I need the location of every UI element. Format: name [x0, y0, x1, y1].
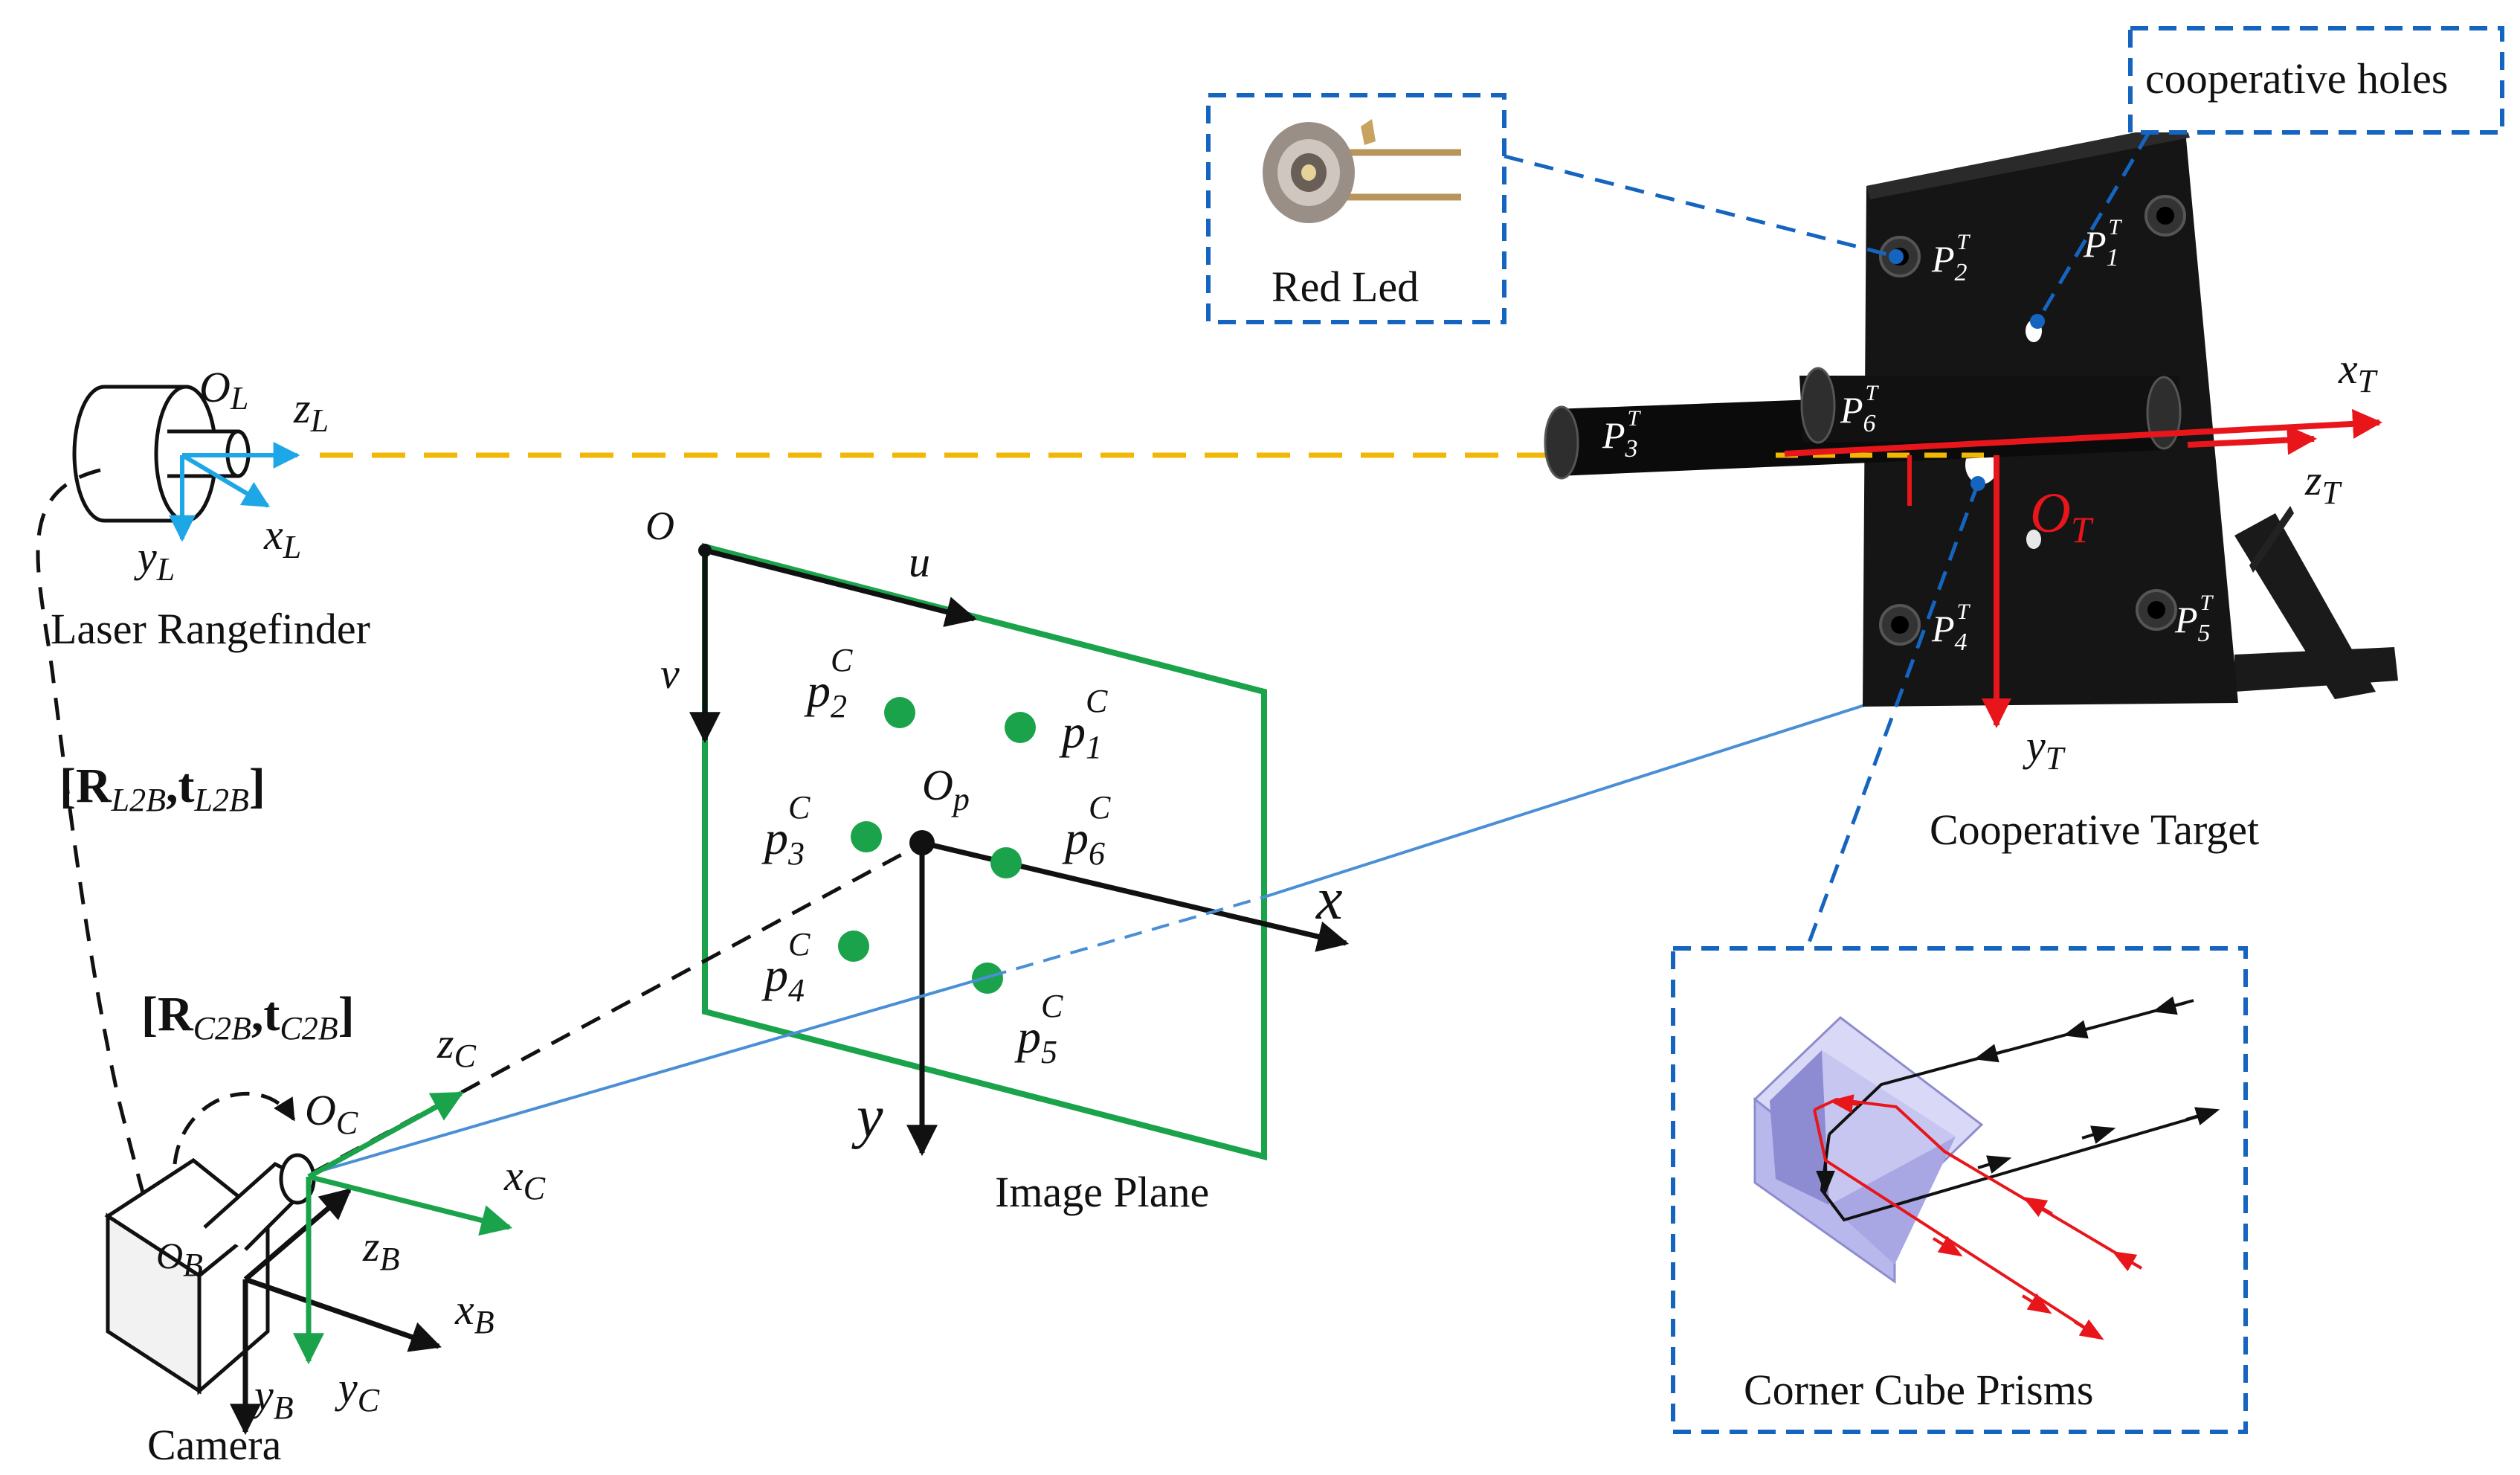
cooperative-target-label: Cooperative Target	[1930, 806, 2259, 854]
corner-cube-prism	[1753, 996, 2220, 1340]
laser-origin-label: OL	[199, 363, 248, 417]
image-origin-label: O	[645, 504, 674, 548]
corner-cube-prisms-label: Corner Cube Prisms	[1744, 1366, 2093, 1414]
target-point-label-p3: P3T	[1602, 406, 1642, 463]
image-u-label: u	[909, 538, 930, 586]
camera-origin-label: OC	[305, 1086, 358, 1141]
image-point-p3	[851, 821, 882, 852]
image-point-p1	[1005, 712, 1036, 743]
body-origin-label: OB	[156, 1235, 203, 1283]
corner-cube-callout	[1671, 946, 2248, 1434]
camera-label: Camera	[147, 1421, 281, 1469]
projection-ray-p5	[310, 975, 990, 1175]
image-point-label-p3: p3C	[761, 789, 811, 872]
l2b-transform-label: [RL2B,tL2B]	[59, 759, 265, 818]
camera-x-label: xC	[503, 1151, 546, 1206]
laser-x-label: xL	[263, 510, 301, 565]
l2b-transform-path	[36, 468, 167, 1259]
laser-z-label: zL	[293, 384, 329, 439]
red-led-callout	[1206, 93, 1506, 324]
cooperative-target	[1544, 123, 2398, 728]
camera-z-label: zC	[436, 1019, 477, 1074]
laser-rangefinder	[72, 385, 300, 542]
image-point-p6	[990, 847, 1022, 878]
body-y-label: yB	[251, 1371, 294, 1426]
red-led-label: Red Led	[1272, 263, 1419, 311]
principal-point-label: Op	[922, 761, 970, 817]
target-point-label-p4: P4T	[1931, 600, 1971, 656]
laser-rangefinder-label: Laser Rangefinder	[51, 605, 370, 653]
red-led-leader	[1504, 154, 1897, 259]
image-plane-label: Image Plane	[995, 1168, 1209, 1216]
image-point-label-p4: p4C	[761, 926, 811, 1009]
camera-body	[104, 1090, 513, 1436]
image-point-label-p2: p2C	[804, 642, 853, 724]
c2b-transform-label: [RC2B,tC2B]	[141, 987, 355, 1047]
image-point-p2	[884, 697, 915, 728]
image-point-label-p6: p6C	[1062, 789, 1111, 872]
laser-y-label: yL	[134, 533, 175, 588]
target-point-label-p2: P2T	[1931, 230, 1971, 286]
target-point-label-p5: P5T	[2174, 591, 2214, 647]
target-x-label: xT	[2338, 344, 2379, 399]
image-point-label-p5: p5C	[1014, 988, 1063, 1070]
target-point-label-p1: P1T	[2083, 215, 2123, 271]
image-plane	[689, 542, 1350, 1161]
target-point-labels: P2T P1T P3T P6T P4T P5T	[1602, 215, 2214, 656]
target-y-label: yT	[2023, 722, 2066, 777]
target-point-label-p6: P6T	[1840, 381, 1880, 437]
image-point-p4	[838, 931, 869, 962]
body-z-label: zB	[362, 1222, 399, 1277]
cooperative-holes-leader	[2035, 131, 2151, 323]
image-point-labels: p2C p1C p3C p6C p4C p5C	[761, 642, 1111, 1070]
red-led-icon	[1263, 119, 1461, 223]
target-origin-label: OT	[2030, 482, 2094, 550]
image-point-label-p1: p1C	[1059, 683, 1108, 765]
body-x-label: xB	[454, 1285, 494, 1340]
camera-y-label: yC	[335, 1363, 380, 1418]
cooperative-holes-callout	[2128, 26, 2504, 135]
cooperative-holes-label: cooperative holes	[2145, 54, 2448, 103]
target-z-label: zT	[2304, 456, 2343, 511]
corner-cube-leader	[1805, 483, 1980, 949]
image-y-label: y	[851, 1084, 883, 1150]
image-v-label: v	[660, 649, 680, 698]
